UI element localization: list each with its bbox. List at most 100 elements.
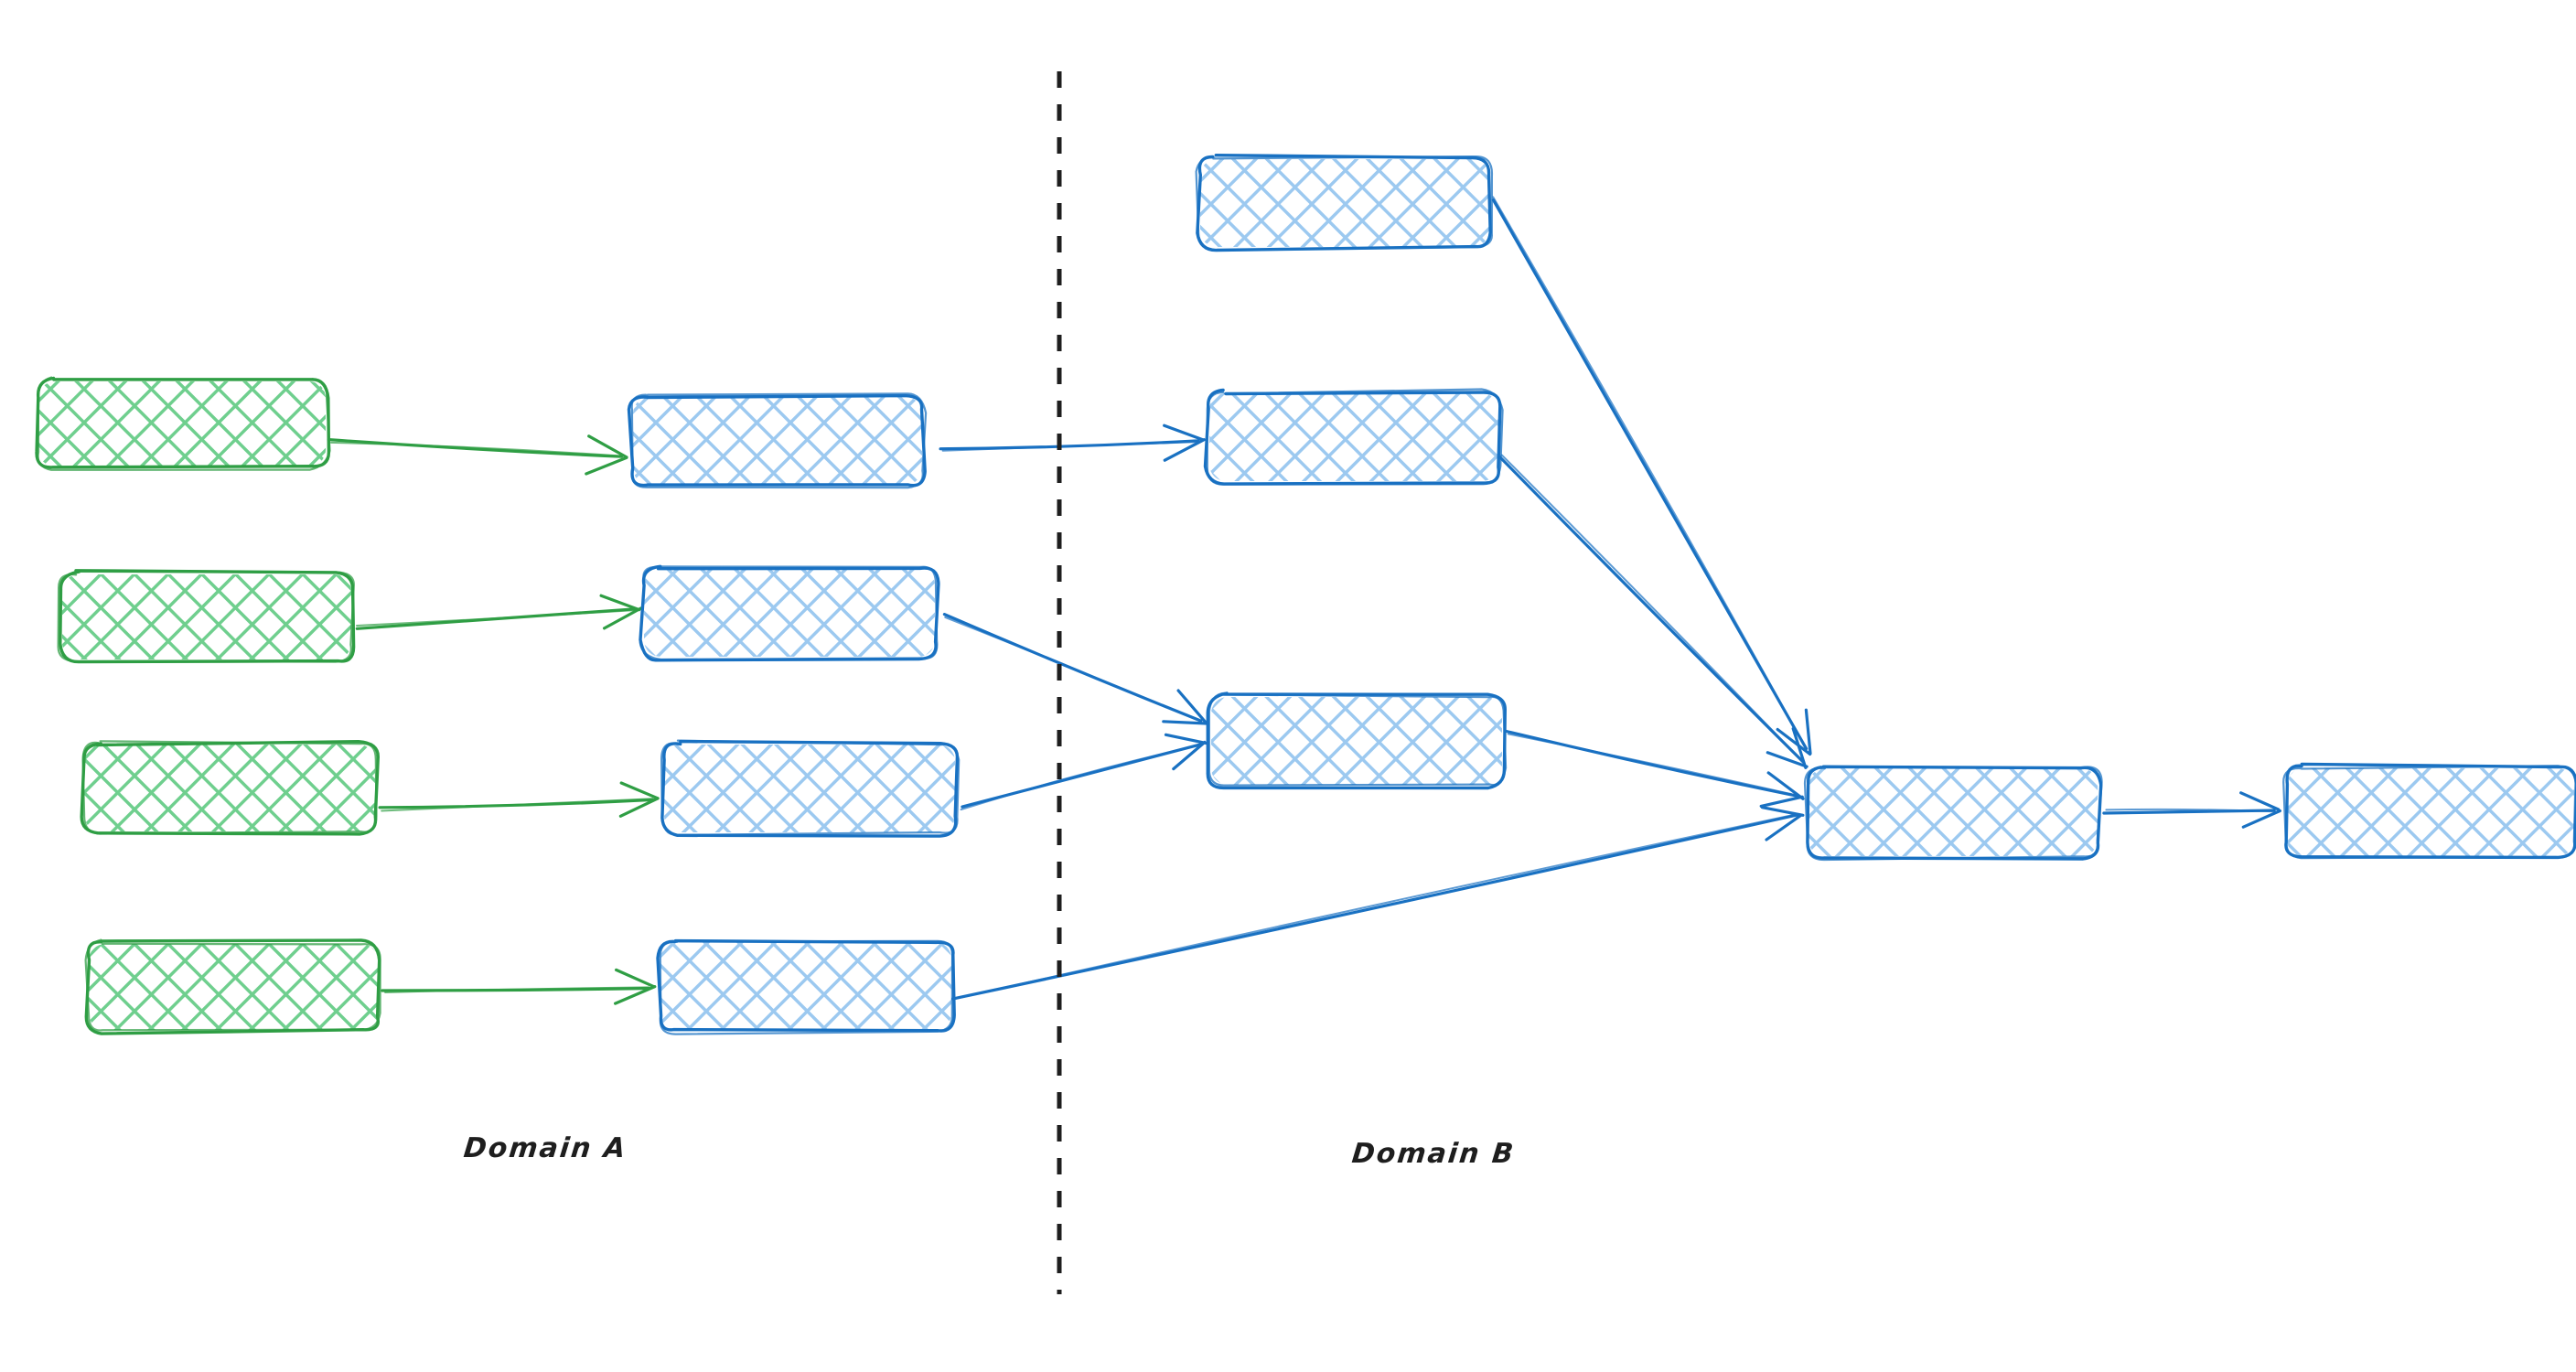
edge-aggregate-to-output[interactable]: [2102, 791, 2281, 829]
edge-aggregate-to-output-line: [2105, 808, 2276, 813]
output-node[interactable]: [2282, 762, 2576, 860]
source-node-3-fill: [84, 745, 375, 831]
target-node-middle-hitarea[interactable]: [1209, 695, 1504, 787]
edge-mid1-to-target-upper-arrowhead: [1163, 423, 1205, 442]
edge-mid3-to-target-middle-line: [960, 744, 1202, 811]
edge-mid1-to-target-upper-line: [939, 439, 1200, 451]
edge-mid4-to-aggregate-arrowhead: [1760, 806, 1805, 817]
edge-source2-to-mid2-arrowhead: [603, 606, 643, 630]
edge-mid4-to-aggregate-arrowhead: [1765, 813, 1803, 841]
mid-node-4-fill: [660, 942, 951, 1030]
edge-source1-to-mid1-line: [330, 441, 623, 457]
edge-target-top-to-aggregate[interactable]: [1491, 196, 1812, 756]
edge-source3-to-mid3[interactable]: [378, 781, 660, 818]
source-node-2-outline: [57, 570, 355, 663]
edge-target-upper-to-aggregate-line: [1500, 454, 1804, 763]
output-node-hitarea[interactable]: [2285, 766, 2576, 858]
edge-mid2-to-target-middle-line: [944, 616, 1202, 723]
target-node-top-outline: [1195, 155, 1494, 252]
target-node-middle[interactable]: [1206, 691, 1508, 790]
aggregate-node[interactable]: [1803, 765, 2103, 862]
edge-source2-to-mid2-line: [356, 609, 636, 627]
source-node-2-hitarea[interactable]: [60, 573, 353, 661]
edge-source2-to-mid2-arrowhead: [599, 594, 641, 612]
aggregate-node-outline: [1803, 766, 2103, 862]
mid-node-1-hitarea[interactable]: [631, 395, 924, 487]
edge-mid1-to-target-upper-arrowhead: [1163, 438, 1206, 462]
source-node-4[interactable]: [84, 938, 381, 1035]
edge-target-middle-to-aggregate-line: [1507, 733, 1798, 797]
edge-source4-to-mid4-arrowhead: [614, 985, 657, 1005]
edge-mid4-to-aggregate[interactable]: [950, 806, 1805, 1001]
source-node-1-fill: [38, 381, 326, 466]
mid-node-3-hitarea[interactable]: [662, 743, 957, 834]
edge-target-top-to-aggregate-line: [1492, 196, 1808, 750]
mid-node-3[interactable]: [660, 739, 961, 838]
edge-mid1-to-target-upper[interactable]: [939, 423, 1206, 462]
aggregate-node-outline: [1806, 765, 2103, 861]
mid-node-1-fill: [633, 397, 922, 485]
mid-node-2-fill: [644, 569, 935, 657]
mid-node-2-outline: [639, 565, 939, 661]
mid-node-1[interactable]: [627, 392, 928, 489]
edge-target-top-to-aggregate-arrowhead: [1804, 708, 1812, 756]
target-node-top[interactable]: [1195, 154, 1494, 252]
source-node-3[interactable]: [80, 739, 381, 836]
aggregate-node-hitarea[interactable]: [1807, 766, 2099, 858]
target-node-upper-fill: [1209, 393, 1498, 481]
edge-mid2-to-target-middle-arrowhead: [1176, 689, 1208, 724]
mid-node-4-hitarea[interactable]: [659, 940, 953, 1032]
source-node-1[interactable]: [35, 376, 331, 471]
edge-source1-to-mid1-arrowhead: [587, 434, 628, 459]
node-layer: [35, 154, 2576, 1035]
edge-source3-to-mid3-line: [381, 798, 654, 812]
target-node-middle-fill: [1211, 697, 1502, 785]
domain-a-label: Domain A: [462, 1132, 629, 1164]
source-node-3-outline: [81, 740, 378, 835]
edge-source3-to-mid3-arrowhead: [618, 797, 660, 818]
edge-target-upper-to-aggregate-line: [1497, 455, 1805, 764]
edge-target-top-to-aggregate-arrowhead: [1776, 727, 1812, 756]
target-node-top-hitarea[interactable]: [1198, 157, 1491, 249]
source-node-3-hitarea[interactable]: [82, 743, 377, 833]
mid-node-3-fill: [664, 745, 955, 832]
edge-source1-to-mid1-line: [327, 438, 623, 458]
source-node-2[interactable]: [57, 569, 356, 664]
edge-mid3-to-target-middle-arrowhead: [1164, 733, 1208, 745]
target-node-upper-hitarea[interactable]: [1208, 391, 1500, 483]
source-node-3-outline: [80, 739, 381, 836]
source-node-4-fill: [89, 944, 378, 1030]
mid-node-4[interactable]: [656, 938, 956, 1035]
edge-target-middle-to-aggregate-arrowhead: [1759, 795, 1804, 808]
edge-mid2-to-target-middle[interactable]: [942, 613, 1208, 725]
mid-node-1-outline: [630, 392, 928, 489]
mid-node-1-outline: [627, 393, 927, 488]
edge-source4-to-mid4[interactable]: [381, 968, 657, 1005]
edge-target-upper-to-aggregate-arrowhead: [1766, 751, 1809, 768]
output-node-fill: [2287, 768, 2574, 856]
output-node-outline: [2282, 765, 2576, 860]
edge-target-upper-to-aggregate[interactable]: [1497, 454, 1809, 769]
source-node-4-hitarea[interactable]: [87, 942, 380, 1032]
target-node-middle-outline: [1208, 691, 1508, 787]
edge-layer: [327, 196, 2281, 1005]
edge-mid2-to-target-middle-arrowhead: [1162, 720, 1208, 725]
target-node-upper-outline: [1206, 388, 1504, 486]
edge-target-middle-to-aggregate[interactable]: [1505, 729, 1805, 808]
target-node-top-fill: [1200, 159, 1489, 247]
edge-source3-to-mid3-arrowhead: [619, 781, 660, 800]
edge-source4-to-mid4-line: [384, 986, 650, 993]
source-node-2-fill: [62, 574, 351, 659]
mid-node-2[interactable]: [639, 564, 940, 662]
edge-mid3-to-target-middle[interactable]: [960, 733, 1208, 811]
edge-aggregate-to-output-arrowhead: [2239, 791, 2281, 811]
edge-target-upper-to-aggregate-arrowhead: [1791, 727, 1808, 769]
edge-source4-to-mid4-arrowhead: [615, 968, 656, 989]
source-node-1-hitarea[interactable]: [37, 380, 327, 468]
edge-source1-to-mid1[interactable]: [327, 434, 628, 476]
mid-node-2-hitarea[interactable]: [642, 567, 937, 659]
target-node-upper[interactable]: [1203, 388, 1504, 486]
edge-source2-to-mid2[interactable]: [355, 594, 643, 630]
